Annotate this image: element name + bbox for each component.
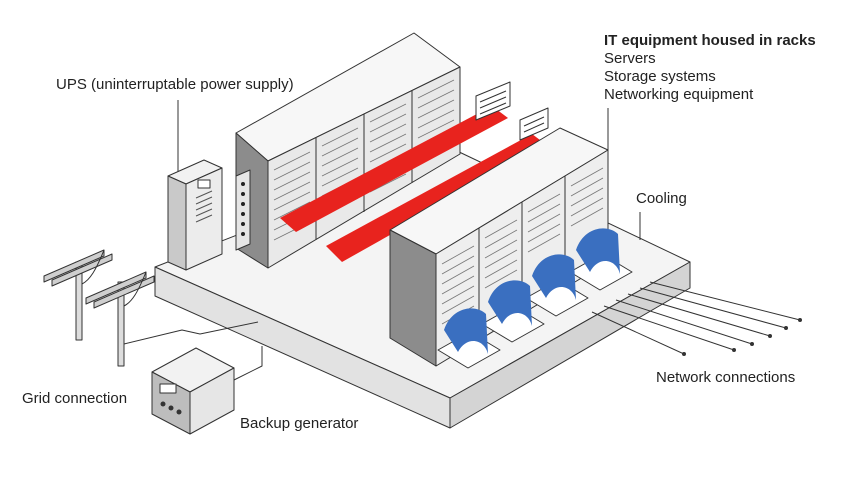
network-connections-label: Network connections bbox=[656, 369, 796, 386]
generator-knobs bbox=[160, 401, 182, 415]
ups-display bbox=[197, 179, 211, 189]
utility-poles bbox=[43, 249, 155, 367]
it-item-networking: Networking equipment bbox=[604, 86, 754, 103]
hot-aisle-strip-back bbox=[280, 106, 508, 232]
cooling-airflow-1 bbox=[444, 308, 488, 354]
cooling-airflow-4 bbox=[576, 228, 620, 274]
hot-aisle-strip-front bbox=[326, 134, 548, 262]
ups-cabinet-front bbox=[167, 175, 187, 271]
it-item-storage: Storage systems bbox=[604, 68, 716, 85]
it-item-servers: Servers bbox=[604, 50, 656, 67]
power-distribution-strip bbox=[235, 169, 251, 251]
wall-vents bbox=[475, 81, 549, 141]
ups-label: UPS (uninterruptable power supply) bbox=[56, 76, 294, 93]
generator-side bbox=[189, 367, 235, 435]
power-strip-outlets bbox=[241, 182, 245, 236]
it-equipment-title: IT equipment housed in racks bbox=[604, 32, 816, 49]
generator-cable bbox=[233, 346, 263, 381]
floor-right-side bbox=[449, 261, 691, 429]
ups-vent-lines bbox=[195, 190, 213, 223]
grid-connection-label: Grid connection bbox=[22, 390, 128, 407]
leader-lines bbox=[177, 100, 641, 240]
cooling-label: Cooling bbox=[636, 190, 687, 207]
backup-generator-label: Backup generator bbox=[240, 415, 359, 432]
generator-display bbox=[159, 383, 177, 394]
cooling-airflow bbox=[444, 228, 620, 354]
cooling-airflow-3 bbox=[532, 254, 576, 300]
front-rack-server-lines bbox=[441, 167, 604, 325]
network-cable-ends bbox=[682, 318, 802, 356]
grid-feed-line bbox=[123, 321, 259, 345]
network-cables bbox=[591, 281, 801, 355]
cooling-airflow-2 bbox=[488, 280, 532, 326]
